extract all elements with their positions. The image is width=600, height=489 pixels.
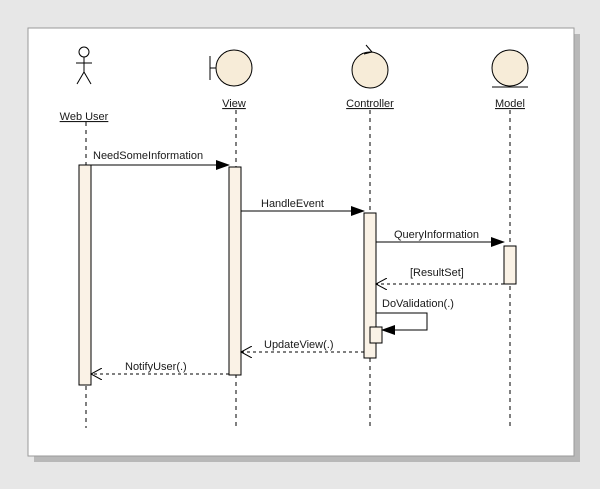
activation-model [503,245,517,285]
actor-icon [76,46,92,85]
activation-view [228,166,242,376]
activation-controller-nested [369,326,383,344]
message-label-notify-user: NotifyUser(.) [125,361,187,373]
control-icon [351,44,389,89]
lifeline-name-view: View [222,98,246,110]
activation-web-user [78,164,92,386]
lifeline-name-controller: Controller [346,98,394,110]
message-label-need-some-information: NeedSomeInformation [93,150,203,162]
message-arrow-do-validation [376,312,428,335]
message-label-handle-event: HandleEvent [261,198,324,210]
lifeline-name-model: Model [495,98,525,110]
message-label-do-validation: DoValidation(.) [382,298,454,310]
message-label-result-set: [ResultSet] [410,267,464,279]
lifeline-name-web-user: Web User [60,111,109,123]
entity-icon [491,49,529,88]
message-label-query-information: QueryInformation [394,229,479,241]
boundary-icon [209,49,253,87]
message-label-update-view: UpdateView(.) [264,339,334,351]
